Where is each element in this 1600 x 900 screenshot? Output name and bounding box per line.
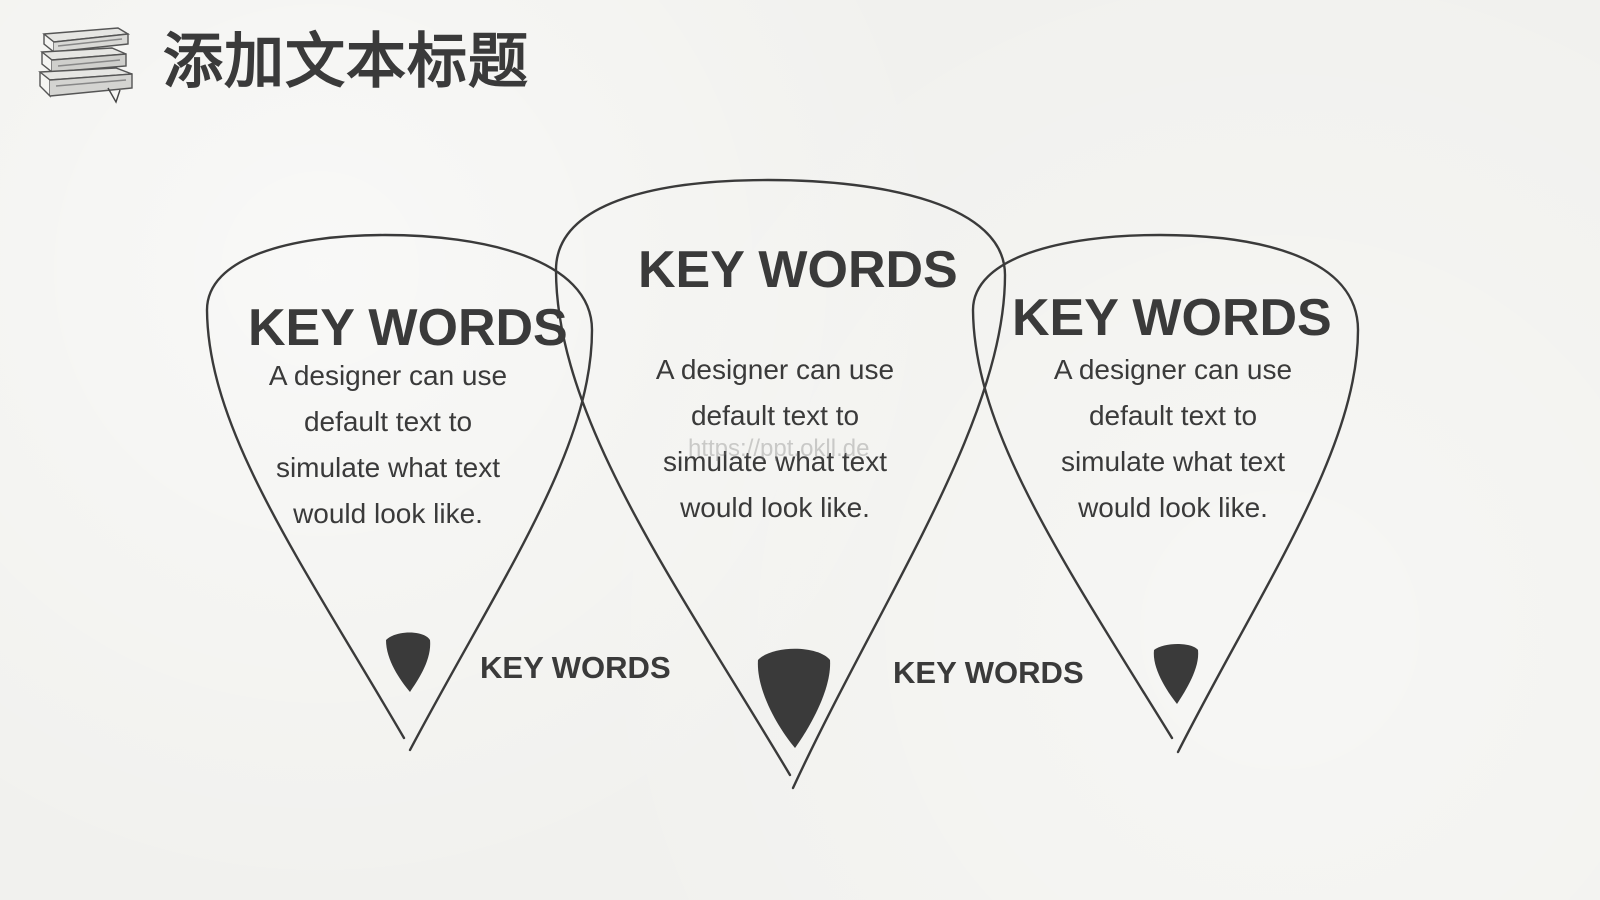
card-body-right: A designer can use default text to simul… <box>1053 354 1293 523</box>
guitar-pick-icon <box>757 648 831 748</box>
connector-label-right: KEY WORDS <box>893 655 1084 690</box>
card-heading-left: KEY WORDS <box>248 299 568 357</box>
guitar-pick-icon <box>386 632 431 692</box>
card-heading-center: KEY WORDS <box>638 241 958 299</box>
page-title: 添加文本标题 <box>163 27 529 97</box>
connector-label-left: KEY WORDS <box>480 650 671 685</box>
pick-outline-left <box>205 233 594 752</box>
watermark-url: https://ppt.okll.de <box>688 435 870 462</box>
guitar-pick-icon <box>1153 644 1199 704</box>
book-stack-icon <box>38 27 133 104</box>
card-body-center: A designer can use default text to simul… <box>655 354 895 523</box>
card-heading-right: KEY WORDS <box>1012 289 1332 347</box>
card-body-left: A designer can use default text to simul… <box>268 360 508 529</box>
pick-outline-right <box>971 233 1360 754</box>
pick-outline-center <box>554 178 1007 790</box>
